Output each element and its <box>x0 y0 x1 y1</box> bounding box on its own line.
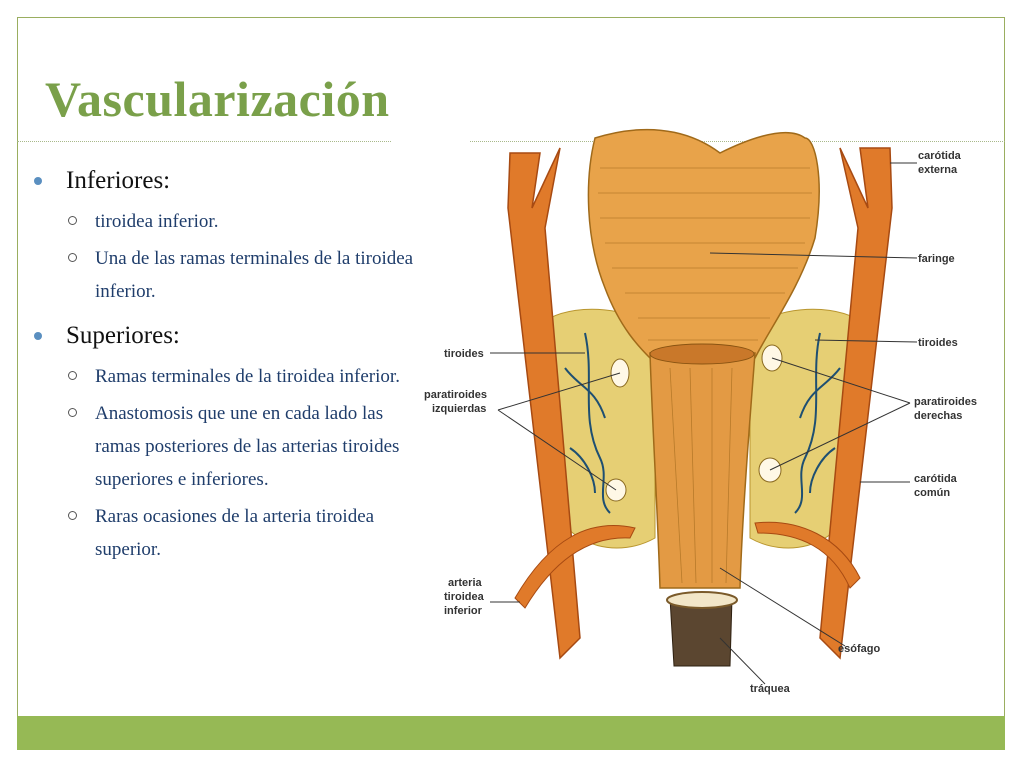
carotid-left <box>507 147 581 660</box>
bullet-list: Inferiores: tiroidea inferior. Una de la… <box>30 163 430 570</box>
section-label: Inferiores: <box>66 167 171 194</box>
label-carotida-comun-2: común <box>914 487 950 499</box>
list-item: Raras ocasiones de la arteria tiroidea s… <box>30 500 430 566</box>
label-arteria-tiroidea-inferior-3: inferior <box>444 605 483 617</box>
label-carotida-externa-1: carótida <box>918 150 962 162</box>
section-heading-superiores: Superiores: <box>30 318 430 354</box>
list-item-text: tiroidea inferior. <box>95 211 219 232</box>
label-faringe: faringe <box>918 253 955 265</box>
list-item: Anastomosis que une en cada lado las ram… <box>30 397 430 496</box>
bullet-dot-icon <box>34 332 42 340</box>
label-arteria-tiroidea-inferior-1: arteria <box>448 577 483 589</box>
label-arteria-tiroidea-inferior-2: tiroidea <box>444 591 485 603</box>
label-tiroides-right: tiroides <box>918 337 958 349</box>
label-carotida-externa-2: externa <box>918 164 958 176</box>
carotid-right <box>819 147 893 660</box>
section-heading-inferiores: Inferiores: <box>30 163 430 199</box>
pharynx-striations <box>598 167 812 341</box>
bullet-ring-icon <box>68 511 77 520</box>
label-tiroides-left: tiroides <box>444 348 484 360</box>
list-item: Una de las ramas terminales de la tiroid… <box>30 242 430 308</box>
trachea-ring <box>666 591 738 609</box>
label-traquea: tráquea <box>750 683 791 695</box>
bullet-ring-icon <box>68 371 77 380</box>
bullet-ring-icon <box>68 253 77 262</box>
esophagus <box>649 352 756 589</box>
label-paratiroides-izq-1: paratiroides <box>424 389 487 401</box>
label-paratiroides-der-2: derechas <box>914 410 962 422</box>
label-esofago: esófago <box>838 643 880 655</box>
list-item: Ramas terminales de la tiroidea inferior… <box>30 360 430 393</box>
bullet-dot-icon <box>34 177 42 185</box>
esophagus-top-opening <box>649 343 755 365</box>
pharynx <box>587 128 820 359</box>
inferior-thyroid-artery-right <box>754 521 861 589</box>
list-item-text: Anastomosis que une en cada lado las ram… <box>95 403 400 490</box>
thyroid-anatomy-illustration: carótida externa faringe tiroides tiroid… <box>424 128 977 695</box>
inferior-thyroid-artery-left <box>514 525 636 609</box>
label-paratiroides-izq-2: izquierdas <box>432 403 486 415</box>
leader-lines <box>490 162 918 685</box>
list-item-text: Raras ocasiones de la arteria tiroidea s… <box>95 506 375 560</box>
label-paratiroides-der-1: paratiroides <box>914 396 977 408</box>
bullet-ring-icon <box>68 216 77 225</box>
list-item-text: Una de las ramas terminales de la tiroid… <box>95 248 414 302</box>
esophagus-striations <box>669 367 733 584</box>
title-divider-right <box>470 141 1005 142</box>
slide-title: Vascularización <box>45 71 390 127</box>
thyroid-veins <box>564 332 841 514</box>
section-label: Superiores: <box>66 322 180 349</box>
label-carotida-comun-1: carótida <box>914 473 958 485</box>
footer-bar <box>17 716 1005 750</box>
list-item-text: Ramas terminales de la tiroidea inferior… <box>95 366 400 387</box>
list-item: tiroidea inferior. <box>30 205 430 238</box>
title-divider <box>17 141 391 142</box>
bullet-ring-icon <box>68 408 77 417</box>
